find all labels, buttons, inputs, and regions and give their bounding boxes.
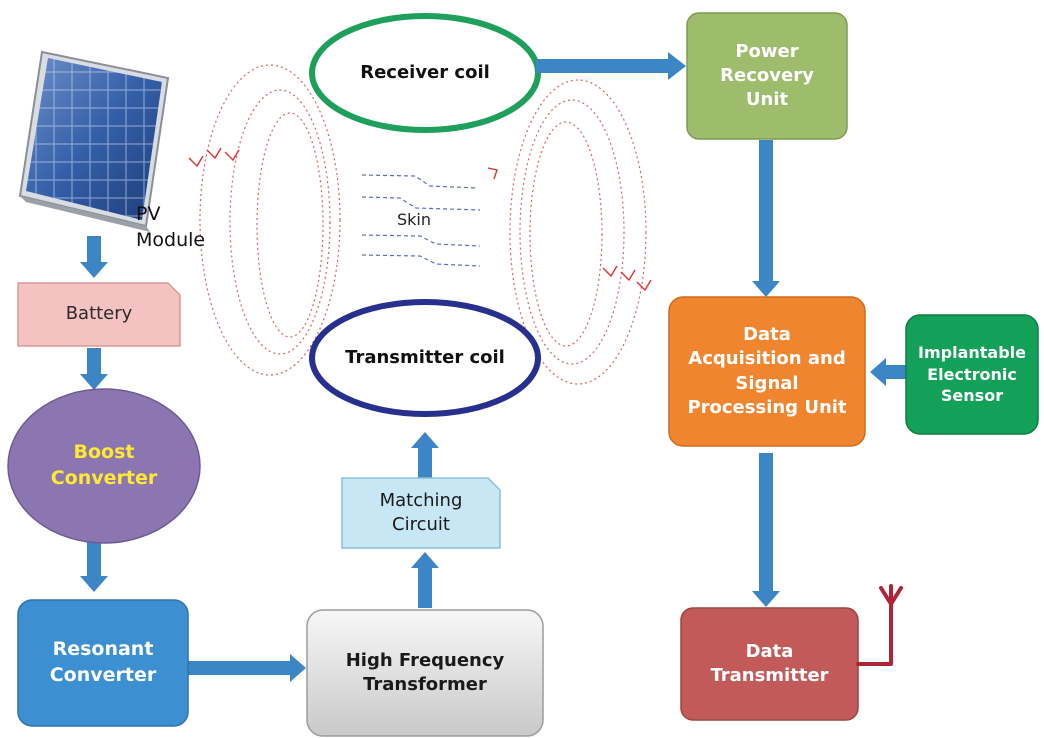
battery-block: Battery <box>18 283 180 346</box>
hf-transformer-label: High Frequency Transformer <box>345 649 505 695</box>
data-transmitter-block: Data Transmitter <box>681 608 858 720</box>
flow-arrows <box>80 52 908 682</box>
transmitter-coil-block: Transmitter coil <box>312 302 538 414</box>
power-recovery-shape <box>686 12 848 140</box>
resonant-converter-shape <box>17 599 189 727</box>
field-direction-arrows <box>188 147 652 292</box>
sensor-label: Implantable Electronic Sensor <box>918 343 1026 406</box>
resonant-converter-label: Resonant Converter <box>49 638 157 686</box>
boost-converter-block: Boost Converter <box>8 389 200 543</box>
solar-panel-icon <box>18 50 170 232</box>
power-recovery-block: Power Recovery Unit <box>687 13 847 139</box>
power-recovery-label: Power Recovery Unit <box>720 40 814 111</box>
battery-shape <box>17 282 181 347</box>
boost-converter-shape <box>7 388 201 544</box>
magnetic-field-right <box>509 79 647 385</box>
magnetic-field-left <box>199 64 341 376</box>
transmitter-coil-ring <box>309 299 541 417</box>
skin-layer-lines <box>361 174 481 267</box>
matching-circuit-shape <box>341 477 501 549</box>
skin-label: Skin <box>397 210 432 229</box>
daq-unit-block: Data Acquisition and Signal Processing U… <box>669 297 865 446</box>
hf-transformer-block: High Frequency Transformer <box>307 610 543 736</box>
receiver-coil-label: Receiver coil <box>360 61 490 83</box>
pv-module-label: PV Module <box>136 203 206 251</box>
boost-converter-label: Boost Converter <box>50 441 158 489</box>
receiver-coil-block: Receiver coil <box>312 16 538 130</box>
battery-label: Battery <box>65 303 133 325</box>
sensor-block: Implantable Electronic Sensor <box>906 315 1038 434</box>
transmitter-coil-label: Transmitter coil <box>345 346 505 368</box>
daq-unit-shape <box>668 296 866 447</box>
matching-circuit-block: Matching Circuit <box>342 478 500 548</box>
sensor-shape <box>905 314 1039 435</box>
hf-transformer-shape <box>306 609 544 737</box>
daq-unit-label: Data Acquisition and Signal Processing U… <box>687 323 847 418</box>
data-transmitter-label: Data Transmitter <box>710 640 829 686</box>
resonant-converter-block: Resonant Converter <box>18 600 188 726</box>
antenna-icon <box>856 584 903 666</box>
matching-circuit-label: Matching Circuit <box>379 489 463 535</box>
